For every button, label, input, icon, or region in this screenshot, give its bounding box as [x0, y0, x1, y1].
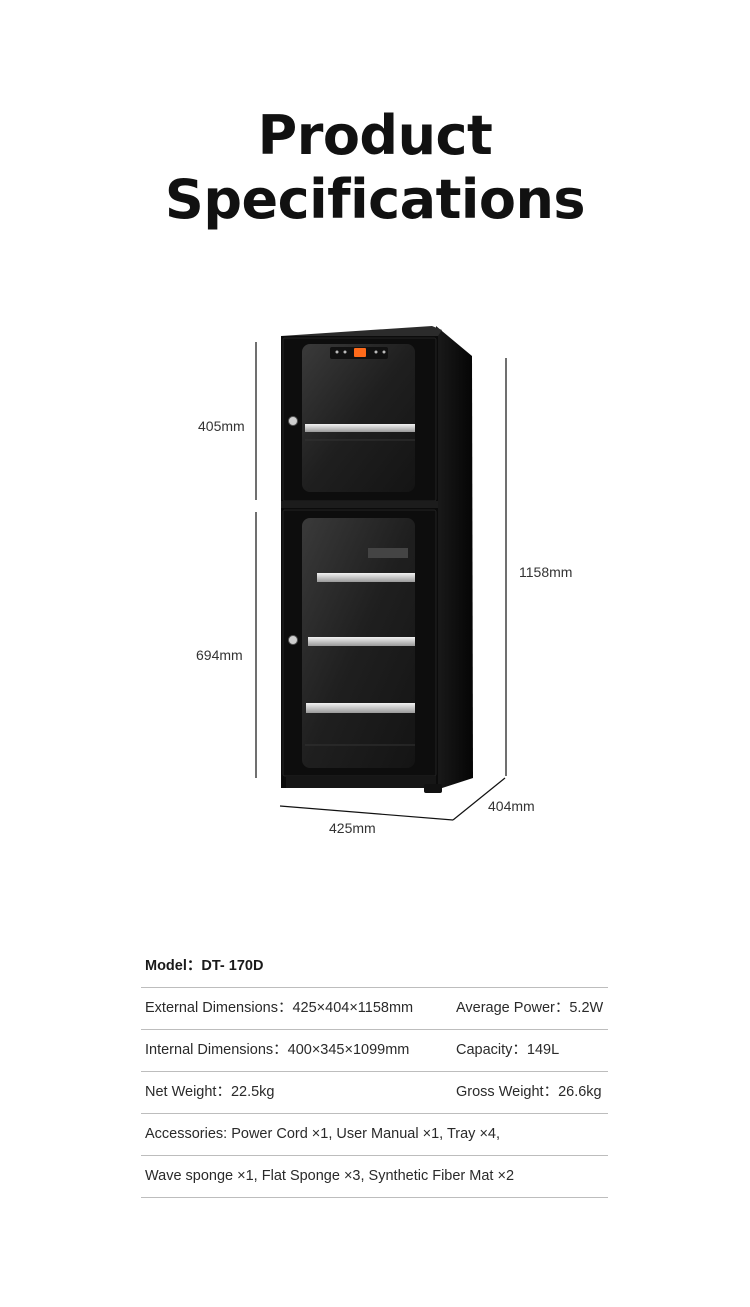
button-icon — [343, 350, 347, 354]
lower-lock-icon — [288, 635, 298, 645]
button-icon — [374, 350, 378, 354]
net-weight-value: Net Weight：22.5kg — [145, 1084, 275, 1100]
internal-dimensions-value: Internal Dimensions：400×345×1099mm — [145, 1042, 410, 1058]
external-dimensions-value: External Dimensions：425×404×1158mm — [145, 1000, 414, 1016]
cabinet-side — [436, 326, 473, 790]
width-dimension: 425mm — [329, 820, 376, 836]
page-title-line-2: Specifications — [164, 168, 586, 231]
model-value: Model：DT- 170D — [145, 958, 264, 974]
display-icon — [354, 348, 366, 357]
average-power-value: Average Power：5.2W — [456, 1000, 604, 1016]
cabinet-foot — [424, 784, 442, 793]
spec-row-model: Model：DT- 170D — [141, 946, 608, 988]
upper-door-dimension: 405mm — [198, 418, 245, 434]
door-divider — [281, 501, 438, 508]
capacity-value: Capacity：149L — [456, 1042, 560, 1058]
lower-shelf-1 — [317, 573, 415, 582]
width-dimension-line — [279, 805, 454, 821]
accessories-line-2: Wave sponge ×1, Flat Sponge ×3, Syntheti… — [145, 1168, 515, 1184]
height-dimension: 1158mm — [519, 564, 573, 580]
specifications-table: Model：DT- 170D External Dimensions：425×4… — [141, 946, 608, 1198]
accessories-line-1: Accessories: Power Cord ×1, User Manual … — [145, 1126, 501, 1142]
page-title-line-1: Product — [257, 104, 493, 167]
spec-row-accessories-1: Accessories: Power Cord ×1, User Manual … — [141, 1114, 608, 1156]
product-figure: 405mm 694mm 1158mm 404mm 425mm — [0, 300, 750, 860]
spec-row-accessories-2: Wave sponge ×1, Flat Sponge ×3, Syntheti… — [141, 1156, 608, 1198]
spec-row-internal: Internal Dimensions：400×345×1099mm Capac… — [141, 1030, 608, 1072]
cabinet-base — [286, 776, 436, 788]
lower-shelf-2 — [308, 637, 415, 646]
spec-row-external: External Dimensions：425×404×1158mm Avera… — [141, 988, 608, 1030]
upper-shelf — [305, 424, 415, 432]
button-icon — [335, 350, 339, 354]
upper-lock-icon — [288, 416, 298, 426]
cabinet-illustration — [255, 326, 507, 821]
cabinet-top — [281, 326, 442, 336]
upper-door-glass — [302, 344, 415, 492]
lower-door-dimension: 694mm — [196, 647, 243, 663]
dehumidifier-unit — [368, 548, 408, 558]
lower-shelf-3 — [306, 703, 415, 713]
depth-dimension: 404mm — [488, 798, 535, 814]
gross-weight-value: Gross Weight：26.6kg — [456, 1084, 602, 1100]
depth-dimension-line — [452, 777, 506, 821]
spec-row-weight: Net Weight：22.5kg Gross Weight：26.6kg — [141, 1072, 608, 1114]
button-icon — [382, 350, 386, 354]
